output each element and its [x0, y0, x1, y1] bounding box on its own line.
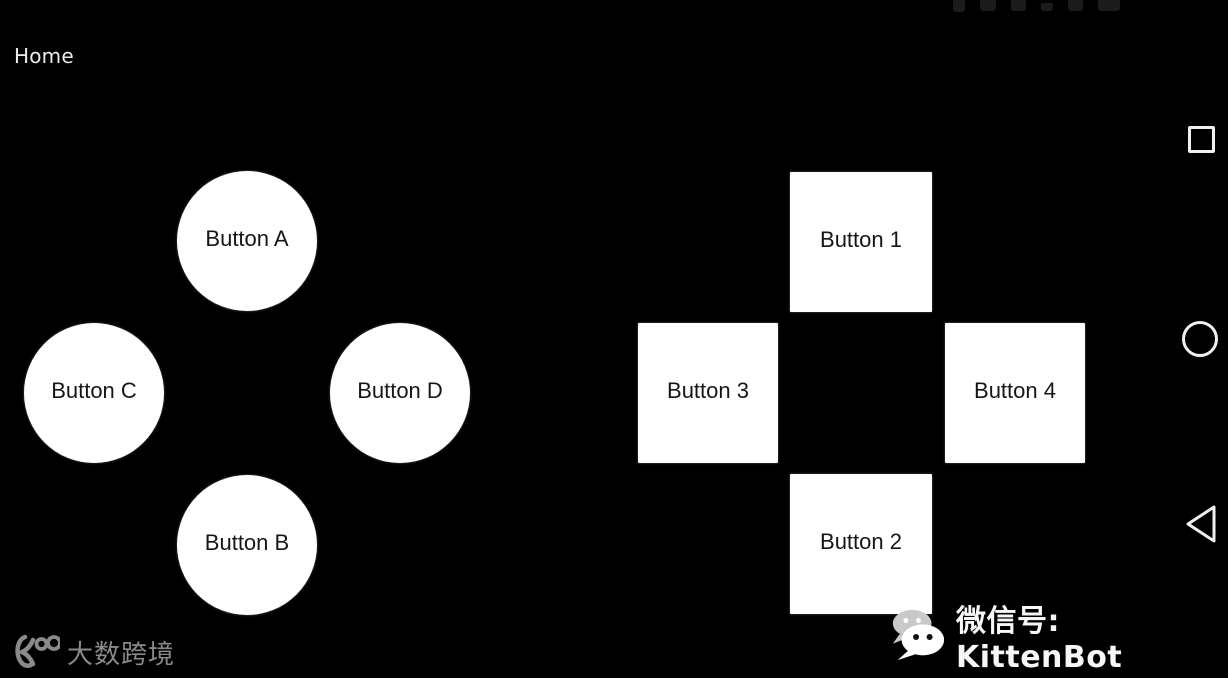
button-4[interactable]: Button 4 — [945, 323, 1085, 463]
button-c-label: Button C — [51, 378, 137, 403]
button-c[interactable]: Button C — [24, 323, 164, 463]
faint-status-icon — [1098, 0, 1120, 11]
button-2-label: Button 2 — [820, 529, 902, 554]
button-b[interactable]: Button B — [177, 475, 317, 615]
button-a[interactable]: Button A — [177, 171, 317, 311]
faint-status-icon — [980, 0, 996, 11]
button-b-label: Button B — [204, 530, 290, 555]
page-title: Home — [14, 44, 74, 68]
k100-logo-icon — [15, 634, 60, 668]
button-3-label: Button 3 — [667, 378, 749, 403]
faint-status-icon — [953, 0, 965, 12]
button-d-label: Button D — [357, 378, 443, 403]
button-1[interactable]: Button 1 — [790, 172, 932, 312]
status-bar — [953, 0, 1120, 12]
faint-status-icon — [1011, 0, 1026, 11]
button-1-label: Button 1 — [820, 227, 902, 252]
faint-status-icon — [1068, 0, 1083, 11]
button-d[interactable]: Button D — [330, 323, 470, 463]
watermark-right-text: 微信号: KittenBot — [955, 604, 1123, 675]
watermark-bottom-left: 大数跨境 — [8, 633, 175, 671]
recents-nav-icon[interactable] — [1188, 126, 1215, 153]
button-3[interactable]: Button 3 — [638, 323, 778, 463]
faint-status-icon — [1041, 3, 1053, 11]
watermark-left-text: 大数跨境 — [67, 639, 176, 670]
back-nav-icon[interactable] — [1185, 504, 1217, 544]
button-2[interactable]: Button 2 — [790, 474, 932, 614]
button-4-label: Button 4 — [974, 378, 1056, 403]
watermark-bottom-right: 微信号: KittenBot — [888, 596, 1228, 675]
wechat-icon — [892, 609, 945, 660]
home-nav-icon[interactable] — [1182, 321, 1218, 357]
button-a-label: Button A — [205, 226, 289, 251]
